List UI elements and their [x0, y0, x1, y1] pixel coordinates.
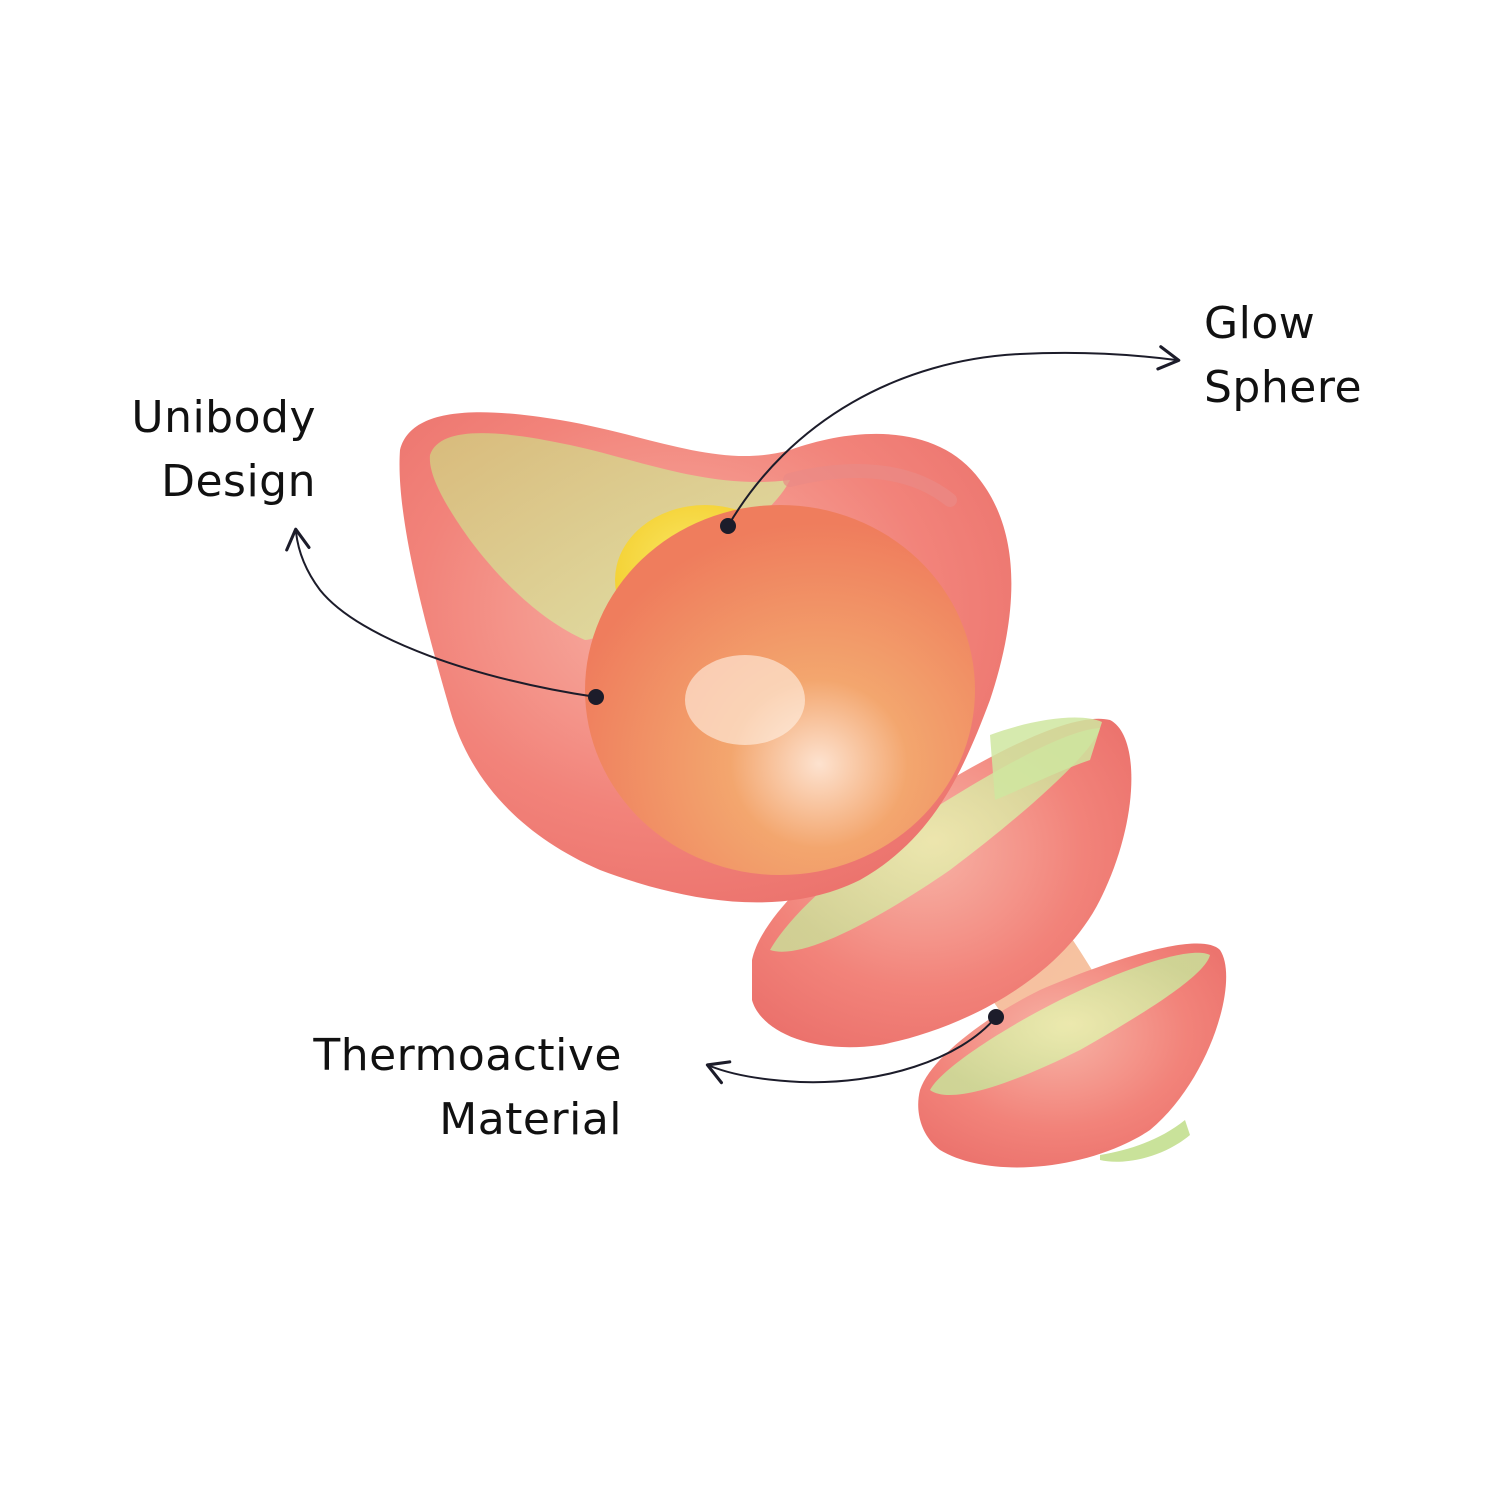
callout-unibody-line2: Design: [161, 456, 316, 507]
glow-dot: [720, 518, 736, 534]
thermo-dot: [988, 1009, 1004, 1025]
unibody-dot: [588, 689, 604, 705]
callout-unibody-design: Unibody Design: [0, 386, 316, 514]
callout-unibody-line1: Unibody: [131, 392, 316, 443]
callout-glow-sphere: Glow Sphere: [1204, 292, 1362, 420]
flange-large: [752, 717, 1132, 1048]
callout-glow-line1: Glow: [1204, 298, 1316, 349]
callout-thermo-line1: Thermoactive: [313, 1030, 622, 1081]
glow-leader: [727, 345, 1181, 527]
callout-thermoactive-material: Thermoactive Material: [0, 1024, 622, 1152]
callout-glow-line2: Sphere: [1204, 362, 1363, 413]
unibody-shell: [399, 412, 1012, 903]
callout-thermo-line2: Material: [439, 1094, 622, 1145]
thermo-leader: [705, 1016, 997, 1085]
unibody-leader: [285, 527, 597, 698]
flange-small: [918, 943, 1227, 1168]
